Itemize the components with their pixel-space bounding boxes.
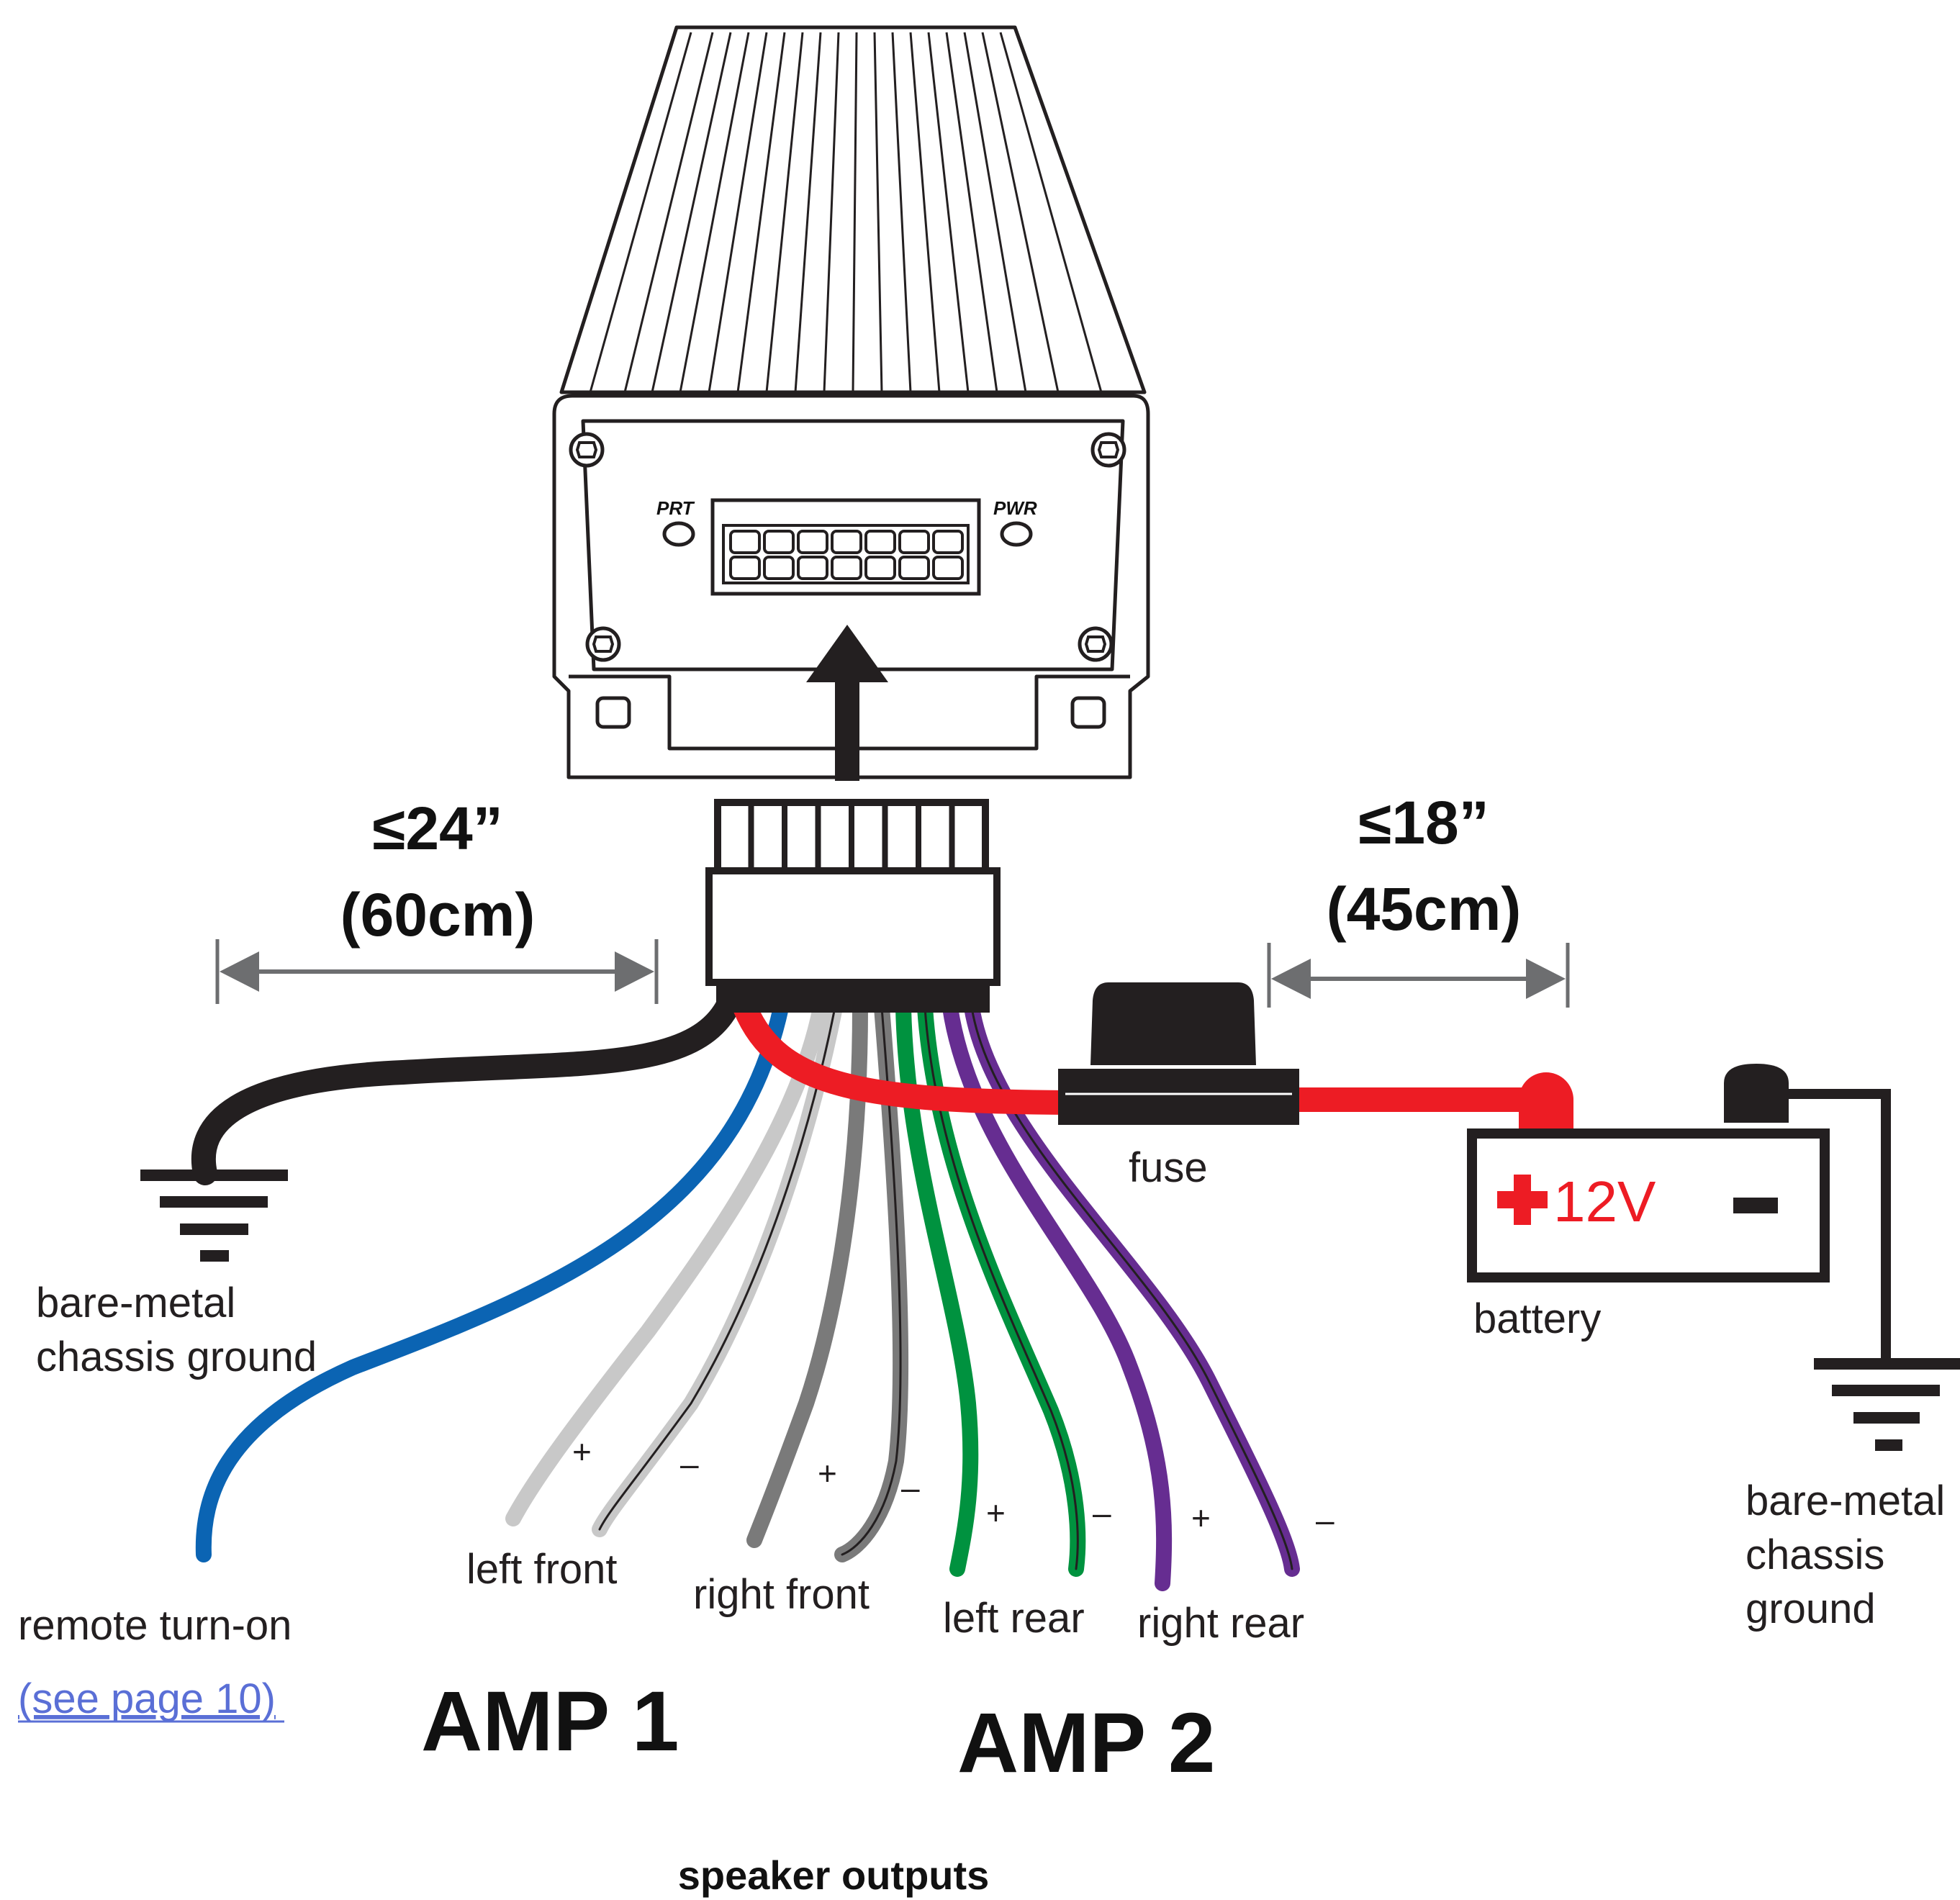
left-front-plus: +	[572, 1433, 592, 1470]
right-length-metric: (45cm)	[1327, 875, 1522, 943]
left-front-positive-wire	[505, 1000, 828, 1526]
screw-icon	[1090, 432, 1126, 468]
socket-pin	[797, 556, 828, 580]
left-rear-positive-wire	[895, 1000, 979, 1577]
amp2-label: AMP 2	[957, 1696, 1216, 1791]
ground-wire	[191, 995, 739, 1185]
battery-label: battery	[1473, 1295, 1601, 1342]
right-dimension-icon	[1267, 943, 1570, 1008]
speaker-outputs-label: speaker outputs	[678, 1852, 990, 1898]
left-dimension-icon	[215, 939, 659, 1004]
ground-right-icon	[1814, 1358, 1960, 1451]
fuse-label: fuse	[1129, 1144, 1208, 1191]
right-rear-positive-wire	[942, 1000, 1173, 1591]
socket-pin	[898, 556, 930, 580]
ground-right-label-line3: ground	[1746, 1585, 1876, 1632]
amplifier-heatsink	[559, 25, 1147, 394]
heatsink-fins	[589, 32, 1103, 393]
socket-pin	[932, 556, 964, 580]
battery-voltage-label: 12V	[1553, 1170, 1656, 1234]
right-rear-plus: +	[1191, 1499, 1211, 1537]
left-length-label: ≤24”	[372, 795, 503, 862]
ground-right-label-line1: bare-metal	[1746, 1478, 1945, 1524]
amplifier-socket	[710, 498, 981, 596]
left-length-metric: (60cm)	[340, 881, 536, 949]
battery-icon	[1467, 1064, 1830, 1282]
led-prt-icon	[662, 521, 695, 547]
mounting-hole-icon	[1070, 696, 1106, 729]
see-page-link-text[interactable]: (see page 10)	[18, 1675, 276, 1722]
see-page-link[interactable]: (see page 10)	[18, 1675, 284, 1723]
right-rear-label: right rear	[1137, 1600, 1304, 1647]
remote-turn-on-label: remote turn-on	[18, 1602, 292, 1649]
right-front-positive-wire	[746, 1000, 868, 1548]
right-front-plus: +	[818, 1455, 837, 1492]
screw-icon	[585, 626, 621, 662]
mounting-hole-icon	[595, 696, 631, 729]
ground-right-label-line2: chassis	[1746, 1532, 1884, 1578]
power-wire	[733, 995, 1078, 1115]
socket-pin	[932, 530, 964, 554]
led-pwr-label: PWR	[993, 497, 1037, 519]
left-rear-plus: +	[986, 1494, 1006, 1532]
wire-harness	[191, 995, 1573, 1591]
socket-pin	[831, 556, 862, 580]
right-rear-minus: –	[1316, 1501, 1334, 1539]
socket-pins	[729, 530, 964, 580]
power-wire-battery	[1283, 1087, 1567, 1139]
screw-icon	[1078, 626, 1114, 662]
battery-negative-icon	[1733, 1198, 1778, 1213]
socket-pin	[898, 530, 930, 554]
screw-icon	[569, 432, 605, 468]
amp1-label: AMP 1	[421, 1674, 679, 1769]
harness-plug	[705, 799, 1001, 1013]
ground-left-label-line2: chassis ground	[36, 1334, 317, 1380]
led-pwr-icon	[1000, 521, 1033, 547]
battery-ground-wire	[1756, 1089, 1891, 1364]
arrow-up-icon	[806, 625, 888, 781]
left-front-minus: –	[680, 1445, 699, 1483]
socket-pin	[864, 556, 896, 580]
socket-pin	[763, 556, 795, 580]
socket-pin	[831, 530, 862, 554]
socket-pin	[864, 530, 896, 554]
left-rear-minus: –	[1093, 1494, 1111, 1532]
socket-pin	[729, 530, 761, 554]
ground-left-label-line1: bare-metal	[36, 1280, 235, 1326]
remote-wire	[195, 1000, 789, 1562]
socket-pin	[729, 556, 761, 580]
left-front-label: left front	[466, 1546, 618, 1593]
fuse-icon	[1058, 982, 1299, 1125]
plug-pins	[748, 802, 955, 872]
right-front-minus: –	[901, 1469, 920, 1506]
right-front-label: right front	[693, 1571, 870, 1618]
right-length-label: ≤18”	[1358, 789, 1489, 856]
socket-pin	[763, 530, 795, 554]
ground-left-icon	[140, 1170, 288, 1262]
left-rear-label: left rear	[943, 1595, 1085, 1642]
socket-pin	[797, 530, 828, 554]
led-prt-label: PRT	[656, 497, 695, 519]
